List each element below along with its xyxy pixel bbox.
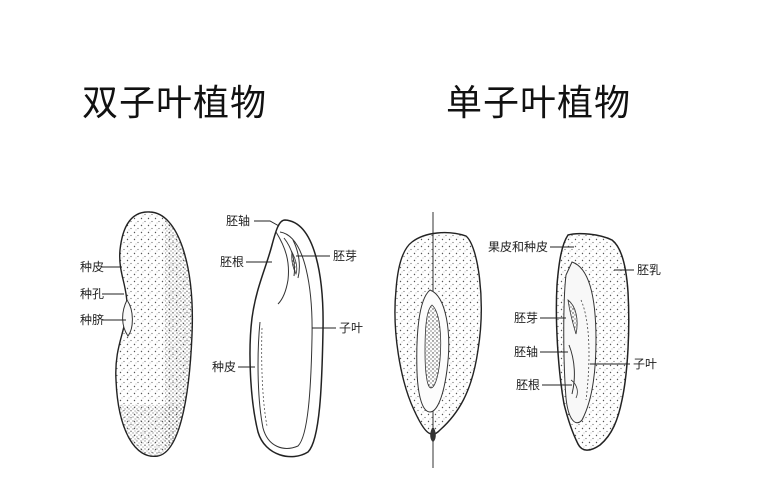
bean-exterior-label-hilum: 种脐 xyxy=(80,312,104,327)
corn-section-label-endosperm: 胚乳 xyxy=(637,263,661,277)
monocot-heading: 单子叶植物 xyxy=(446,83,632,124)
bean-section-label-seed-coat: 种皮 xyxy=(212,360,236,374)
bean-section-label-radicle: 胚根 xyxy=(220,255,244,269)
bean-exterior-label-micropyle: 种孔 xyxy=(80,287,104,301)
corn-section-label-radicle: 胚根 xyxy=(516,378,540,392)
corn-exterior-drawing xyxy=(394,212,482,468)
corn-section-label-pericarp: 果皮和种皮 xyxy=(488,240,548,254)
part-labels: 种皮 种孔 种脐 胚轴 胚根 胚芽 子叶 种皮 果皮和种皮 胚乳 胚芽 胚轴 胚… xyxy=(80,213,661,392)
bean-section-label-hypocotyl: 胚轴 xyxy=(226,213,250,228)
corn-section-drawing xyxy=(555,232,630,451)
corn-section-label-cotyledon: 子叶 xyxy=(633,357,657,371)
corn-section-label-plumule: 胚芽 xyxy=(514,311,538,325)
bean-exterior-label-seed-coat: 种皮 xyxy=(80,260,104,274)
corn-section-label-hypocotyl: 胚轴 xyxy=(514,344,538,359)
bean-section-label-plumule: 胚芽 xyxy=(333,249,357,263)
leader-lines xyxy=(102,220,634,386)
bean-section-drawing xyxy=(249,219,324,458)
dicot-heading: 双子叶植物 xyxy=(82,83,268,124)
bean-exterior-drawing xyxy=(115,211,194,457)
bean-section-label-cotyledon: 子叶 xyxy=(339,321,363,335)
